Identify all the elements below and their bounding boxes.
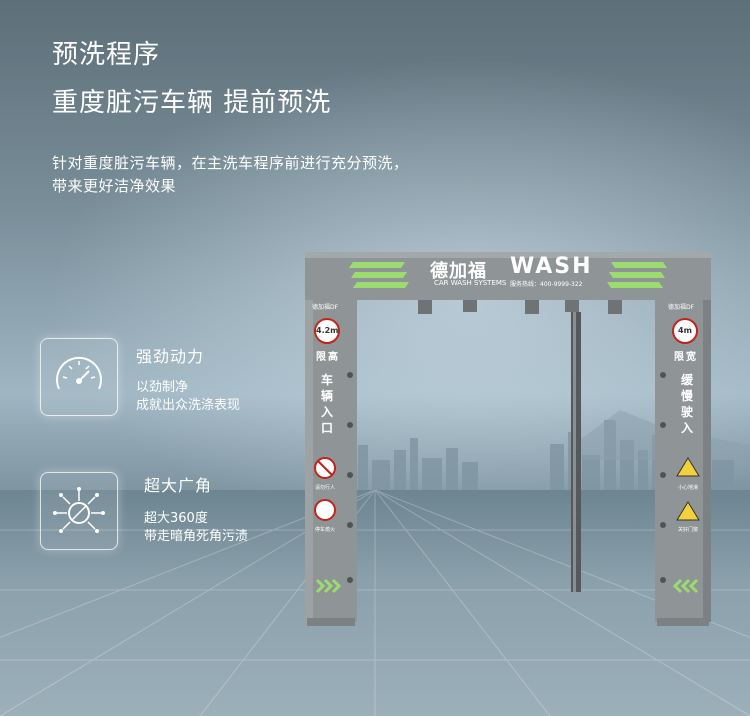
brand-english: WASH xyxy=(510,254,593,279)
description-line-2: 带来更好洁净效果 xyxy=(52,177,177,195)
speedometer-icon xyxy=(40,338,118,416)
height-limit-sign: 4.2m xyxy=(314,318,340,344)
left-pillar-logo: 德加福DF xyxy=(312,304,339,311)
feature-sub-power-2: 成就出众洗涤表现 xyxy=(136,398,241,413)
width-limit-label: 限宽 xyxy=(674,352,698,363)
service-hotline: 服务热线：400-9999-322 xyxy=(510,281,583,288)
slow-entry-text: 缓慢驶入 xyxy=(680,373,693,435)
height-limit-label: 限高 xyxy=(316,352,340,363)
floor xyxy=(0,490,750,716)
description-line-1: 针对重度脏污车辆，在主洗车程序前进行充分预洗， xyxy=(52,154,409,172)
close-windows-label: 关好门窗 xyxy=(677,527,698,533)
brand-chinese: 德加福 xyxy=(430,261,487,282)
feature-sub-power-1: 以劲制净 xyxy=(136,380,189,395)
width-limit-sign: 4m xyxy=(672,318,698,344)
engine-off-label: 停车熄火 xyxy=(314,527,335,533)
car-wash-arch xyxy=(305,252,711,626)
slippery-label: 小心地滑 xyxy=(677,485,698,491)
feature-title-power: 强劲动力 xyxy=(136,347,205,366)
floor-lines xyxy=(0,490,750,716)
feature-sub-angle-2: 带走暗角死角污渍 xyxy=(144,529,249,544)
vehicle-entrance-text: 车辆入口 xyxy=(320,373,333,435)
section-subtitle: 重度脏污车辆 提前预洗 xyxy=(52,88,332,118)
feature-title-angle: 超大广角 xyxy=(144,476,213,495)
brand-subtitle: CAR WASH SYSTEMS xyxy=(434,279,507,287)
360-spray-icon xyxy=(40,472,118,550)
feature-sub-angle-1: 超大360度 xyxy=(144,511,208,526)
no-pedestrian-label: 请勿行人 xyxy=(314,485,335,491)
right-pillar-logo: 德加福DF xyxy=(668,304,695,311)
section-title: 预洗程序 xyxy=(52,40,161,70)
